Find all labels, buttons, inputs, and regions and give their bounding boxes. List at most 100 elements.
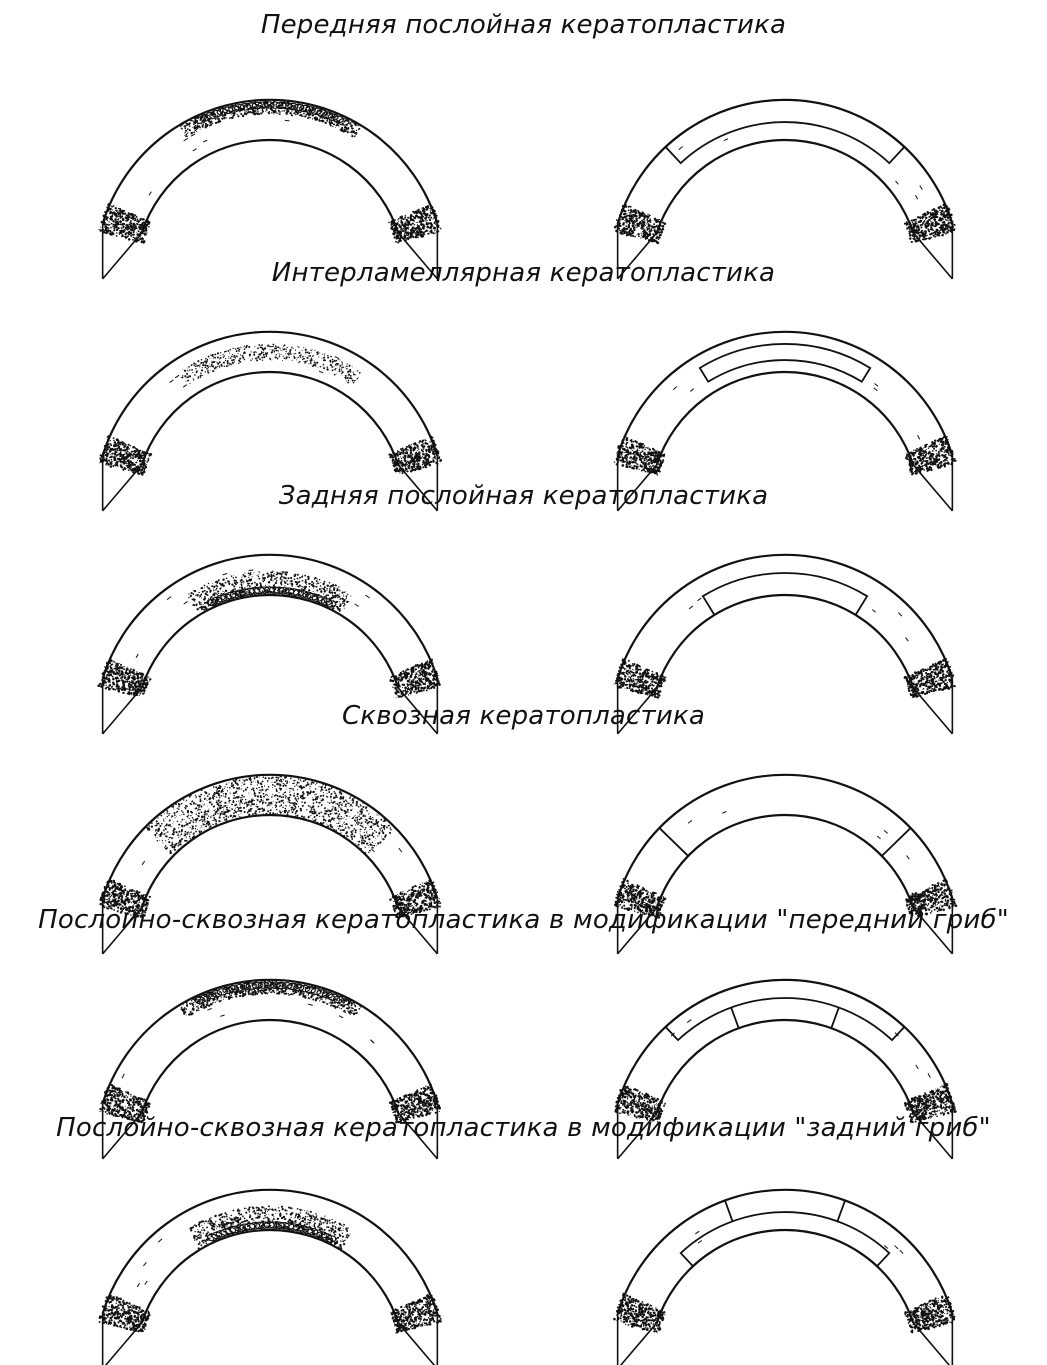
cornea-posterior-surface xyxy=(140,1018,400,1114)
cornea-illustration-left xyxy=(35,50,505,280)
cornea-drawing xyxy=(97,553,441,735)
mushroom-stem-cut xyxy=(730,1007,740,1029)
cornea-posterior-surface xyxy=(140,813,400,909)
limbus-edge xyxy=(912,1322,951,1365)
stroma-dash xyxy=(183,601,188,605)
stroma-dash xyxy=(135,653,139,659)
cornea-schematic-right xyxy=(550,282,1020,512)
graft-bead xyxy=(239,983,251,991)
stroma-dash xyxy=(190,133,196,137)
graft-bead xyxy=(245,102,257,110)
cornea-schematic-right xyxy=(550,1140,1020,1365)
stroma-dash xyxy=(695,1230,700,1235)
stroma-dash xyxy=(144,1280,148,1285)
stroma-dash xyxy=(198,818,203,822)
graft-bead xyxy=(281,982,293,990)
cornea-drawing xyxy=(99,773,442,955)
stroma-dash xyxy=(203,139,208,143)
graft-bead xyxy=(222,106,234,115)
stroma-dash xyxy=(697,1240,703,1244)
graft-bead xyxy=(234,103,246,112)
graft-bead xyxy=(327,113,339,121)
cornea-schematic-right xyxy=(550,50,1020,280)
cornea-posterior-surface xyxy=(655,370,915,466)
stroma-dash xyxy=(906,855,910,860)
stroma-dash xyxy=(871,609,877,613)
stroma-dash xyxy=(915,1064,919,1070)
stroma-dash xyxy=(894,1032,899,1037)
graft-bead xyxy=(293,983,305,992)
section-title: Послойно-сквозная кератопластика в модиф… xyxy=(38,905,1009,935)
stroma-dash xyxy=(317,1226,323,1229)
cornea-illustration-left xyxy=(35,725,505,955)
cornea-anterior-surface xyxy=(616,330,954,457)
stroma-dash xyxy=(697,597,702,602)
graft-bead xyxy=(251,101,263,110)
graft-bead xyxy=(310,107,322,116)
anterior-lamellar-graft xyxy=(664,99,906,165)
stroma-dash xyxy=(183,137,188,142)
stroma-dash xyxy=(873,387,878,392)
stroma-dash xyxy=(157,1238,163,1243)
limbus-edge xyxy=(397,464,438,512)
graft-bead xyxy=(206,598,218,607)
stroma-dash xyxy=(284,119,290,122)
graft-bead xyxy=(251,981,263,990)
section-title: Задняя послойная кератопластика xyxy=(278,481,769,511)
cornea-posterior-surface xyxy=(140,370,400,466)
cornea-drawing xyxy=(98,330,443,512)
graft-bead xyxy=(194,116,206,124)
limbus-texture xyxy=(613,657,956,699)
stroma-dash xyxy=(919,185,923,190)
stroma-dash xyxy=(398,847,403,853)
graft-bead xyxy=(299,104,311,113)
stroma-dash xyxy=(220,1014,225,1017)
stroma-dash xyxy=(354,603,359,607)
cornea-drawing xyxy=(613,1188,956,1365)
cornea-anterior-surface xyxy=(101,98,439,225)
stroma-dash xyxy=(670,1032,675,1037)
graft-bead xyxy=(199,114,211,122)
limbus-edge xyxy=(397,687,438,735)
posterior-lamellar-graft xyxy=(701,572,869,617)
limbus-edge xyxy=(912,232,953,280)
graft-bead xyxy=(327,993,339,1001)
graft-bead xyxy=(216,988,228,996)
limbus-edge xyxy=(617,464,658,512)
limbus-edge xyxy=(397,907,438,955)
cornea-illustration-left xyxy=(35,930,505,1160)
graft-bead xyxy=(287,982,299,991)
graft-bead xyxy=(228,985,240,993)
cornea-posterior-surface xyxy=(655,1018,915,1114)
mushroom-stem-cut xyxy=(724,1200,734,1222)
graft-bead xyxy=(299,984,311,993)
stroma-dash xyxy=(334,356,340,360)
graft-bead xyxy=(234,983,246,992)
stroma-dash xyxy=(672,386,678,391)
stroma-dash xyxy=(307,1219,312,1222)
limbus-edge xyxy=(617,687,658,735)
stipple-texture xyxy=(98,100,442,244)
graft-bead xyxy=(229,590,241,599)
stroma-dash xyxy=(141,860,146,866)
section-title: Сквозная кератопластика xyxy=(341,701,706,731)
limbus-texture xyxy=(613,203,956,245)
cornea-drawing xyxy=(613,330,957,512)
graft-bead xyxy=(228,105,240,113)
graft-bead xyxy=(275,101,287,110)
graft-bead xyxy=(316,109,328,117)
penetrating-graft-cut xyxy=(658,827,689,857)
graft-bead xyxy=(263,981,275,989)
cornea-drawing xyxy=(99,978,441,1160)
graft-bead xyxy=(310,987,322,996)
stroma-dash xyxy=(318,370,324,374)
stroma-dash xyxy=(142,1262,147,1267)
graft-bead xyxy=(239,103,251,111)
stroma-dash xyxy=(722,811,727,814)
cornea-anterior-surface xyxy=(101,553,439,680)
graft-bead xyxy=(287,102,299,111)
limbus-texture xyxy=(613,435,957,476)
stroma-dash xyxy=(914,195,919,200)
cornea-anterior-surface xyxy=(101,330,439,457)
stroma-dash xyxy=(883,1245,889,1249)
